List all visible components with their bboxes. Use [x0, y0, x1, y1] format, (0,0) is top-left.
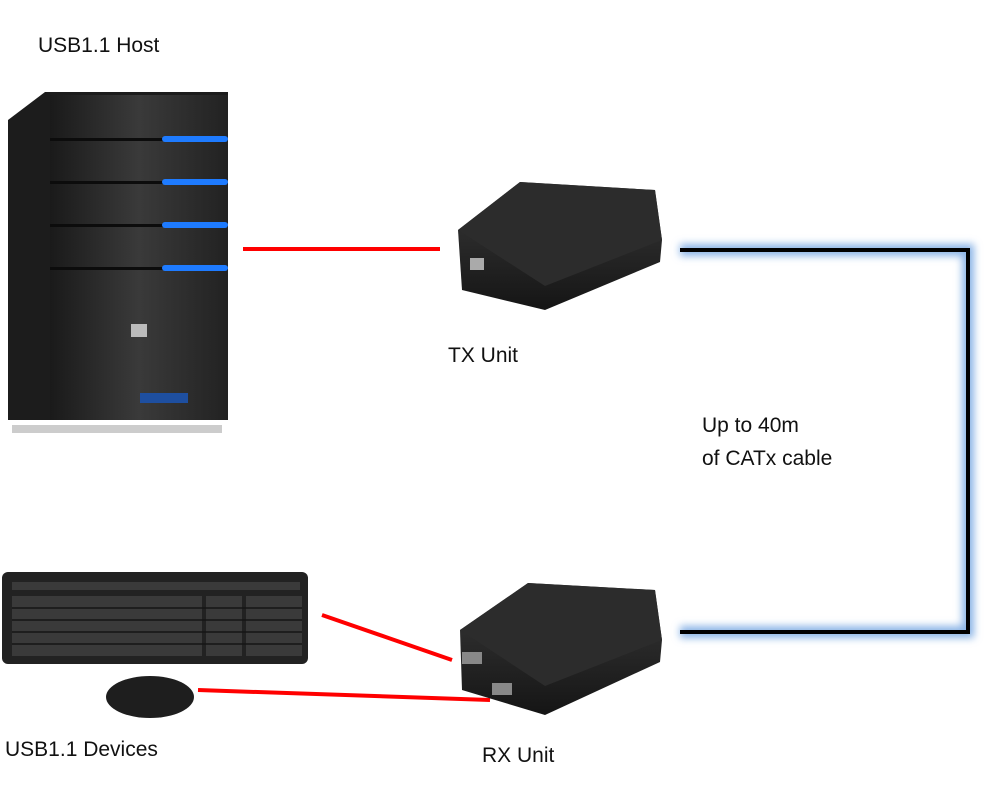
rx-unit-label: RX Unit [482, 744, 555, 767]
usb-link-mouse-rx [197, 688, 491, 702]
usb-port-icon [462, 652, 482, 664]
rx-unit-image [460, 583, 662, 715]
tx-unit-image [458, 182, 662, 310]
keyboard-image [2, 572, 308, 664]
tx-unit-label: TX Unit [448, 344, 519, 367]
cable-label-line1: Up to 40m [702, 414, 799, 437]
usb-port-icon [492, 683, 512, 695]
devices-label: USB1.1 Devices [5, 738, 158, 761]
server-host-image [8, 92, 228, 433]
host-label: USB1.1 Host [38, 34, 160, 57]
server-led-icon [162, 136, 228, 271]
mouse-image [106, 676, 194, 718]
hp-logo-icon [131, 324, 147, 337]
catx-cable [680, 244, 974, 638]
usb-link-keyboard-rx [321, 613, 453, 662]
usb-port-icon [470, 258, 484, 270]
cable-label-line2: of CATx cable [702, 447, 833, 470]
